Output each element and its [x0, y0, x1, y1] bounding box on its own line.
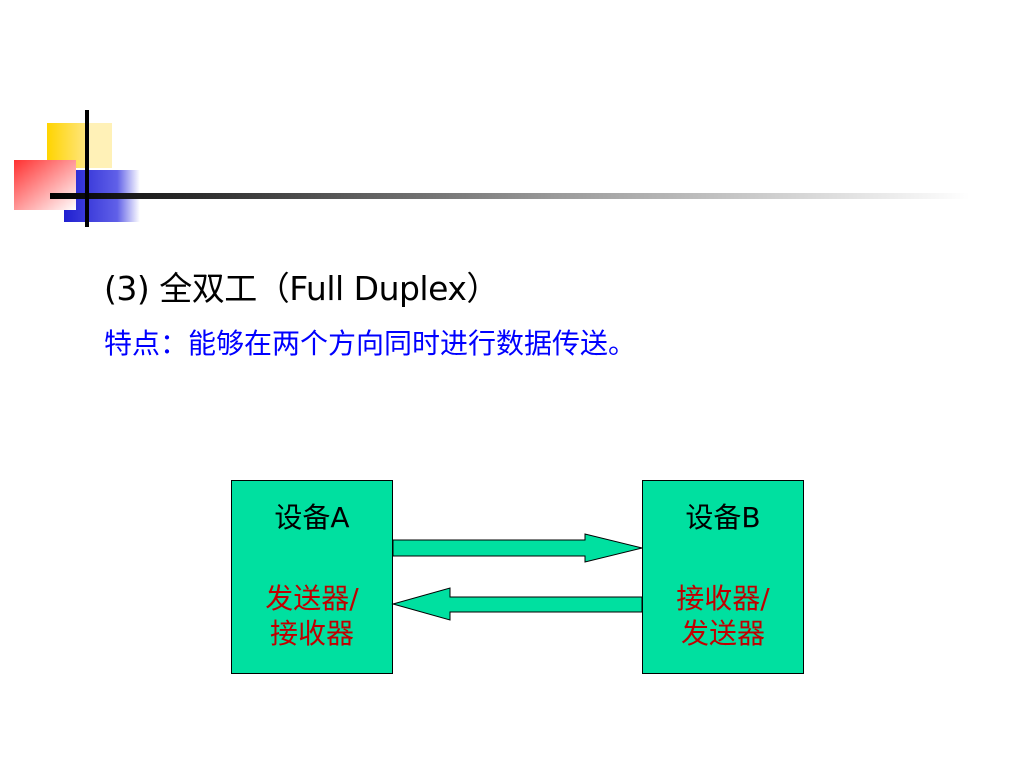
slide-title: (3) 全双工（Full Duplex）	[104, 269, 499, 308]
yellow-square-light	[87, 123, 112, 168]
header-decoration	[14, 110, 970, 227]
device-a-role: 发送器/ 接收器	[232, 581, 392, 651]
horizontal-rule	[50, 193, 970, 199]
link-arrows	[391, 533, 643, 621]
device-a-role-line2: 接收器	[269, 617, 354, 650]
slide-subtitle: 特点：能够在两个方向同时进行数据传送。	[104, 327, 637, 360]
red-square	[14, 160, 76, 210]
device-b-role-line1: 接收器/	[676, 582, 770, 615]
arrow-right	[392, 533, 643, 563]
vertical-rule	[85, 110, 89, 227]
device-a-name: 设备A	[274, 501, 350, 534]
device-a-role-line1: 发送器/	[265, 582, 359, 615]
device-a-box: 设备A 发送器/ 接收器	[231, 480, 393, 674]
device-b-name: 设备B	[685, 501, 761, 534]
device-b-role-line2: 发送器	[680, 617, 765, 650]
arrow-left	[391, 587, 643, 621]
device-b-box: 设备B 接收器/ 发送器	[642, 480, 804, 674]
device-b-role: 接收器/ 发送器	[643, 581, 803, 651]
